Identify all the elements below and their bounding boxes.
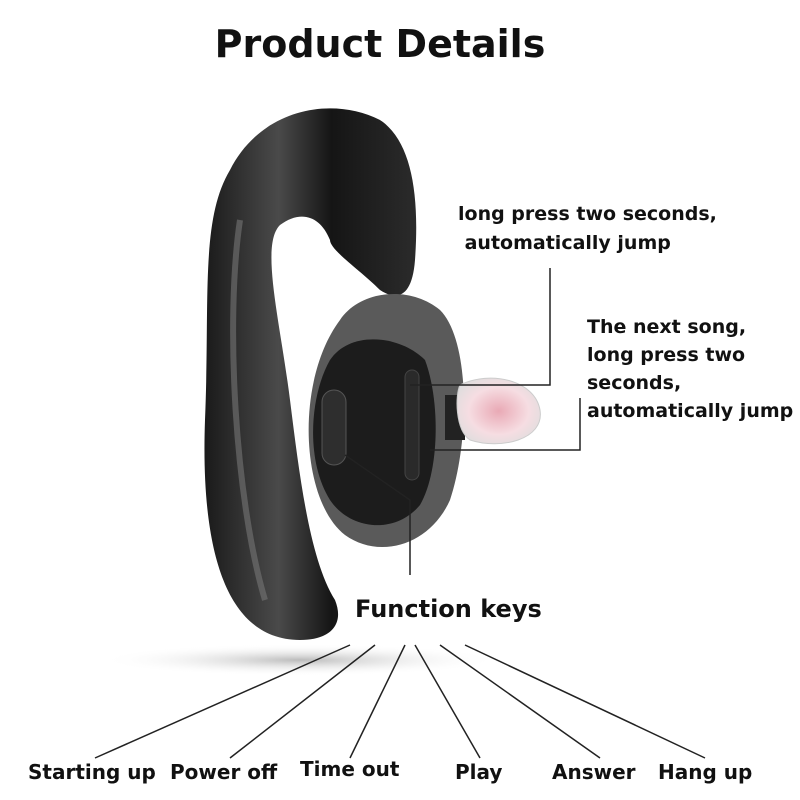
callout-long-press: long press two seconds, automatically ju… xyxy=(458,200,717,258)
function-time-out: Time out xyxy=(300,757,400,781)
callout-line: automatically jump xyxy=(458,232,671,254)
function-starting-up: Starting up xyxy=(28,760,156,784)
callout-lines xyxy=(94,268,706,759)
function-hang-up: Hang up xyxy=(658,760,753,784)
function-key xyxy=(321,389,347,466)
callout-next-song: The next song, long press two seconds, a… xyxy=(587,313,793,425)
ear-tip xyxy=(456,377,541,445)
callout-line: long press two xyxy=(587,344,746,366)
shadow xyxy=(100,644,500,676)
function-keys-label: Function keys xyxy=(355,595,542,623)
function-play: Play xyxy=(455,760,503,784)
callout-line: seconds, xyxy=(587,372,682,394)
function-answer: Answer xyxy=(552,760,636,784)
callout-line: The next song, xyxy=(587,316,747,338)
headset-body xyxy=(204,108,417,640)
callout-line: automatically jump xyxy=(587,400,794,422)
function-power-off: Power off xyxy=(170,760,278,784)
page-title: Product Details xyxy=(214,22,546,66)
callout-line: long press two seconds, xyxy=(458,203,717,225)
